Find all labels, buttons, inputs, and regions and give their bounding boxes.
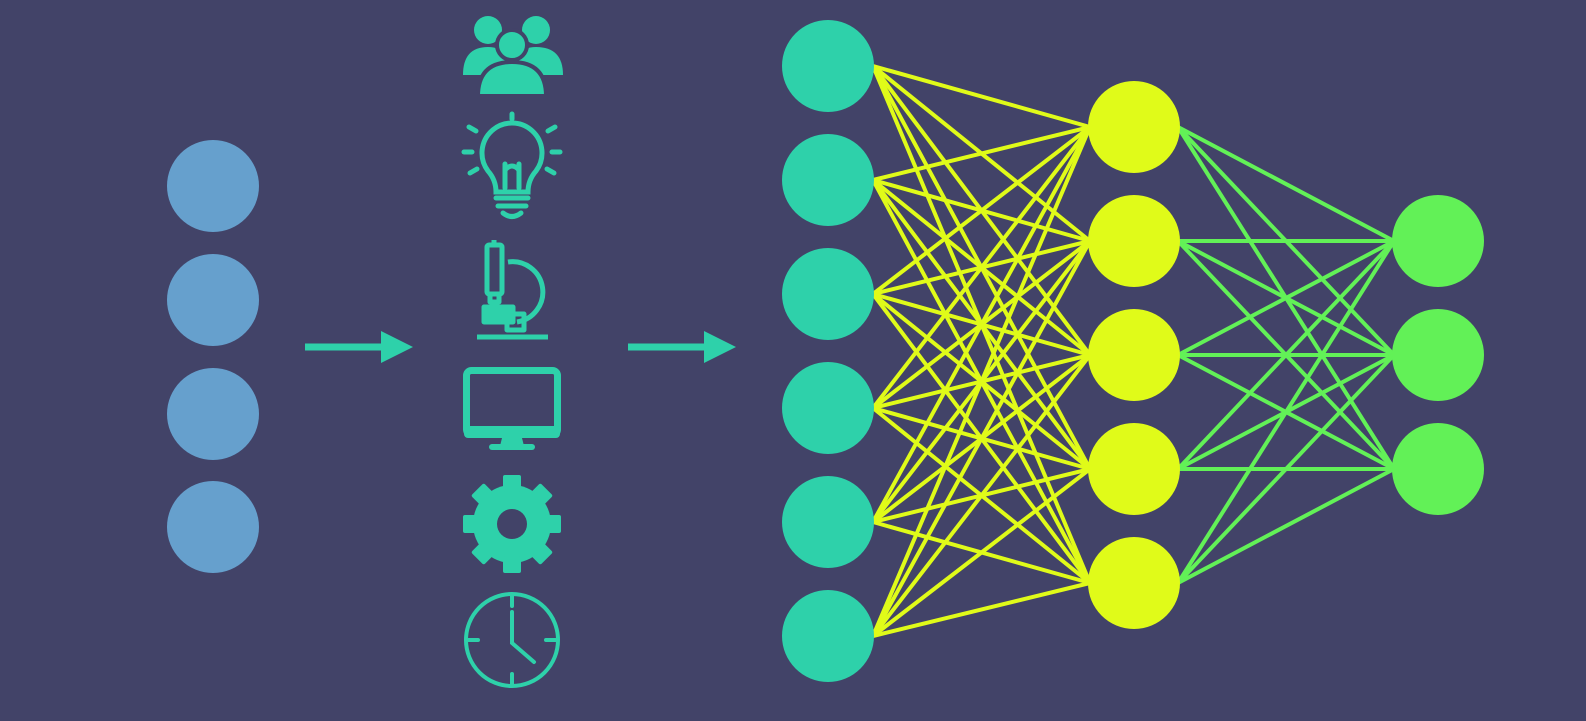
microscope-icon — [477, 240, 548, 340]
hidden-node — [1088, 423, 1180, 515]
edge-input-hidden — [871, 125, 1092, 410]
source-node — [167, 481, 259, 573]
edge-input-hidden — [871, 125, 1092, 296]
input-node — [782, 134, 874, 226]
monitor-icon — [463, 367, 561, 450]
edge-input-hidden — [872, 64, 1091, 129]
input-node — [782, 476, 874, 568]
source-node — [167, 254, 259, 346]
edge-hidden-output — [1176, 239, 1396, 471]
input-node — [782, 20, 874, 112]
hidden-layer — [1088, 81, 1180, 629]
hidden-node — [1088, 195, 1180, 287]
arrow-2 — [628, 331, 736, 363]
edges-input-to-hidden — [871, 64, 1092, 638]
source-node — [167, 140, 259, 232]
output-layer — [1392, 195, 1484, 515]
edge-hidden-output — [1176, 353, 1396, 585]
input-layer — [782, 20, 874, 682]
output-node — [1392, 195, 1484, 287]
output-node — [1392, 309, 1484, 401]
edge-input-hidden — [872, 125, 1091, 182]
hidden-node — [1088, 309, 1180, 401]
lightbulb-icon — [461, 111, 563, 219]
input-node — [782, 248, 874, 340]
edge-input-hidden — [872, 581, 1091, 638]
edge-hidden-output — [1176, 239, 1396, 585]
source-nodes — [167, 140, 259, 573]
source-node — [167, 368, 259, 460]
edge-input-hidden — [871, 353, 1092, 638]
edge-hidden-output — [1177, 125, 1395, 243]
input-node — [782, 362, 874, 454]
edge-hidden-output — [1177, 467, 1395, 585]
input-node — [782, 590, 874, 682]
gear-icon — [463, 475, 561, 573]
hidden-node — [1088, 81, 1180, 173]
edge-input-hidden — [871, 240, 1092, 637]
hidden-node — [1088, 537, 1180, 629]
people-group-icon — [463, 16, 563, 98]
icon-column — [461, 16, 563, 688]
edge-hidden-output — [1177, 239, 1395, 357]
edge-input-hidden — [871, 467, 1092, 638]
output-node — [1392, 423, 1484, 515]
edge-input-hidden — [871, 126, 1092, 523]
arrow-1 — [305, 331, 413, 363]
edges-hidden-to-output — [1176, 125, 1396, 585]
clock-icon — [464, 592, 560, 688]
edge-input-hidden — [871, 126, 1092, 637]
